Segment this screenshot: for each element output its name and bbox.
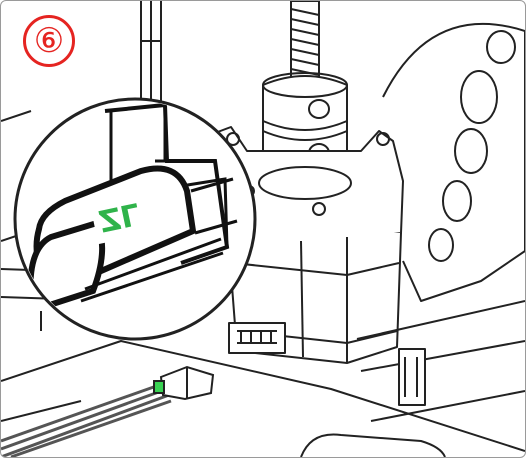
plug-led-icon: [153, 380, 165, 394]
cable-plug: [153, 365, 215, 401]
magnifier-callout: [13, 97, 257, 341]
step-number-badge: ⑥: [23, 15, 75, 67]
motor-cable: [1, 381, 172, 457]
lead-screw: [290, 1, 320, 82]
left-extrusion: [140, 1, 162, 121]
right-frame-arm: [382, 22, 525, 302]
linear-rail: [356, 300, 525, 422]
motor-connector-socket: [228, 322, 286, 354]
